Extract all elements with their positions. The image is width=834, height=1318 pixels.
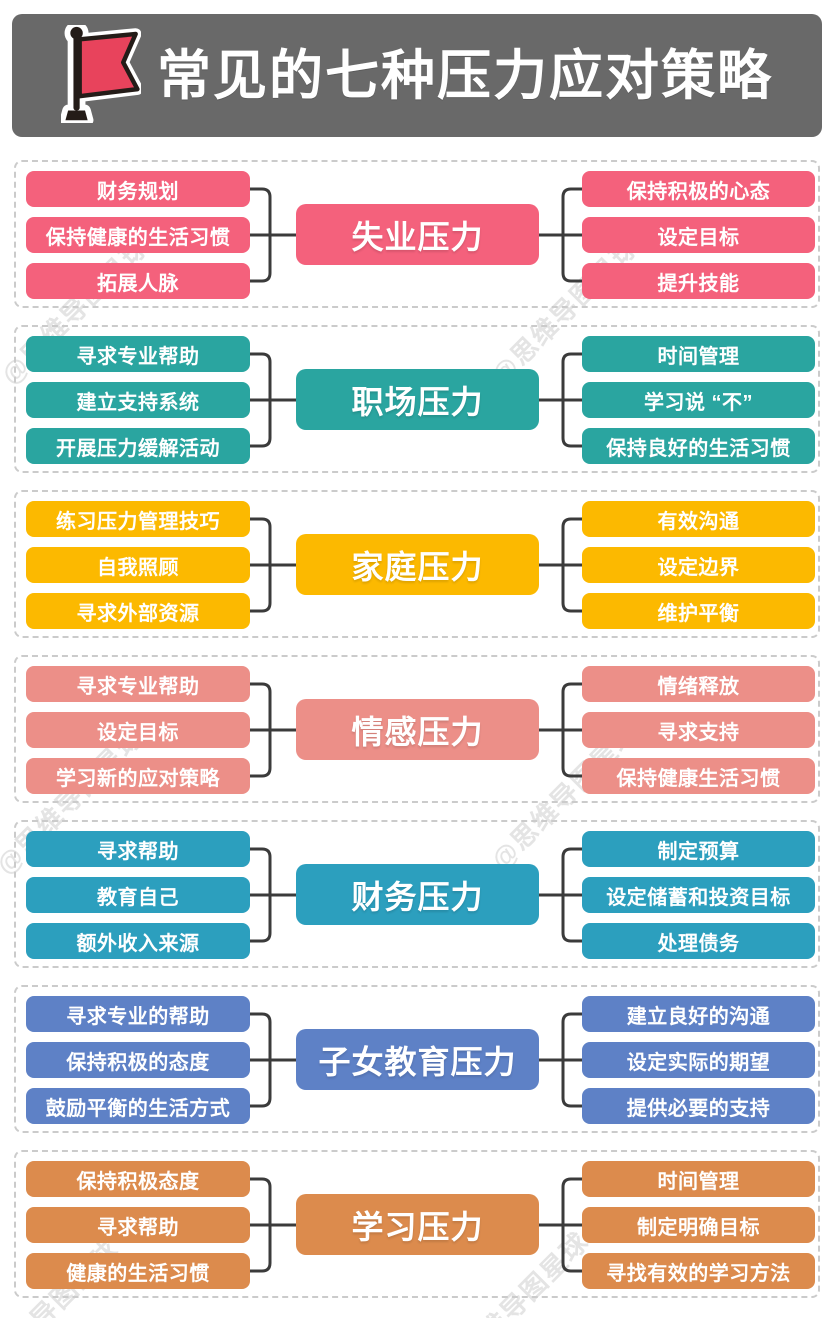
stress-type-box: 家庭压力: [296, 534, 539, 595]
strategy-box: 练习压力管理技巧: [26, 501, 250, 537]
strategy-box: 学习新的应对策略: [26, 758, 250, 794]
strategy-box: 设定目标: [582, 217, 815, 253]
stress-type-box: 情感压力: [296, 699, 539, 760]
strategy-box: 保持健康的生活习惯: [26, 217, 250, 253]
strategy-box: 自我照顾: [26, 547, 250, 583]
strategy-box: 提供必要的支持: [582, 1088, 815, 1124]
connector-lines: [248, 352, 584, 448]
strategy-box: 设定实际的期望: [582, 1042, 815, 1078]
strategy-box: 保持积极的态度: [26, 1042, 250, 1078]
strategy-box: 保持积极态度: [26, 1161, 250, 1197]
stress-type-box: 子女教育压力: [296, 1029, 539, 1090]
strategy-box: 有效沟通: [582, 501, 815, 537]
strategy-box: 时间管理: [582, 336, 815, 372]
strategy-box: 制定预算: [582, 831, 815, 867]
stress-type-box: 失业压力: [296, 204, 539, 265]
strategy-box: 鼓励平衡的生活方式: [26, 1088, 250, 1124]
strategy-box: 学习说 “不”: [582, 382, 815, 418]
strategy-box: 设定边界: [582, 547, 815, 583]
strategy-box: 时间管理: [582, 1161, 815, 1197]
strategy-box: 提升技能: [582, 263, 815, 299]
strategy-box: 设定储蓄和投资目标: [582, 877, 815, 913]
strategy-box: 设定目标: [26, 712, 250, 748]
strategy-box: 寻求外部资源: [26, 593, 250, 629]
strategy-box: 开展压力缓解活动: [26, 428, 250, 464]
section-financial-stress: 寻求帮助 教育自己 额外收入来源 财务压力 制定预算 设定储蓄和投资目标 处理债…: [14, 820, 820, 968]
strategy-box: 寻求专业的帮助: [26, 996, 250, 1032]
strategy-box: 额外收入来源: [26, 923, 250, 959]
connector-lines: [248, 187, 584, 283]
stress-type-box: 职场压力: [296, 369, 539, 430]
strategy-box: 寻求支持: [582, 712, 815, 748]
header-banner: 常见的七种压力应对策略: [12, 14, 822, 137]
strategy-box: 保持积极的心态: [582, 171, 815, 207]
section-emotional-stress: 寻求专业帮助 设定目标 学习新的应对策略 情感压力 情绪释放 寻求支持 保持健康…: [14, 655, 820, 803]
strategy-box: 健康的生活习惯: [26, 1253, 250, 1289]
strategy-box: 寻求专业帮助: [26, 666, 250, 702]
red-flag-icon: [61, 24, 141, 123]
strategy-box: 处理债务: [582, 923, 815, 959]
strategy-box: 维护平衡: [582, 593, 815, 629]
strategy-box: 制定明确目标: [582, 1207, 815, 1243]
section-children-education-stress: 寻求专业的帮助 保持积极的态度 鼓励平衡的生活方式 子女教育压力 建立良好的沟通…: [14, 985, 820, 1133]
page-title: 常见的七种压力应对策略: [157, 45, 773, 106]
strategy-box: 建立良好的沟通: [582, 996, 815, 1032]
connector-lines: [248, 1177, 584, 1273]
strategy-box: 寻求专业帮助: [26, 336, 250, 372]
section-workplace-stress: 寻求专业帮助 建立支持系统 开展压力缓解活动 职场压力 时间管理 学习说 “不”…: [14, 325, 820, 473]
strategy-box: 寻求帮助: [26, 1207, 250, 1243]
stress-type-box: 财务压力: [296, 864, 539, 925]
connector-lines: [248, 517, 584, 613]
section-study-stress: 保持积极态度 寻求帮助 健康的生活习惯 学习压力 时间管理 制定明确目标 寻找有…: [14, 1150, 820, 1298]
strategy-box: 保持健康生活习惯: [582, 758, 815, 794]
strategy-box: 教育自己: [26, 877, 250, 913]
strategy-box: 财务规划: [26, 171, 250, 207]
strategy-box: 寻找有效的学习方法: [582, 1253, 815, 1289]
section-unemployment-stress: 财务规划 保持健康的生活习惯 拓展人脉 失业压力 保持积极的心态 设定目标 提升…: [14, 160, 820, 308]
connector-lines: [248, 847, 584, 943]
strategy-box: 拓展人脉: [26, 263, 250, 299]
stress-type-box: 学习压力: [296, 1194, 539, 1255]
strategy-box: 建立支持系统: [26, 382, 250, 418]
strategy-box: 情绪释放: [582, 666, 815, 702]
connector-lines: [248, 682, 584, 778]
section-family-stress: 练习压力管理技巧 自我照顾 寻求外部资源 家庭压力 有效沟通 设定边界 维护平衡: [14, 490, 820, 638]
strategy-box: 寻求帮助: [26, 831, 250, 867]
connector-lines: [248, 1012, 584, 1108]
strategy-box: 保持良好的生活习惯: [582, 428, 815, 464]
